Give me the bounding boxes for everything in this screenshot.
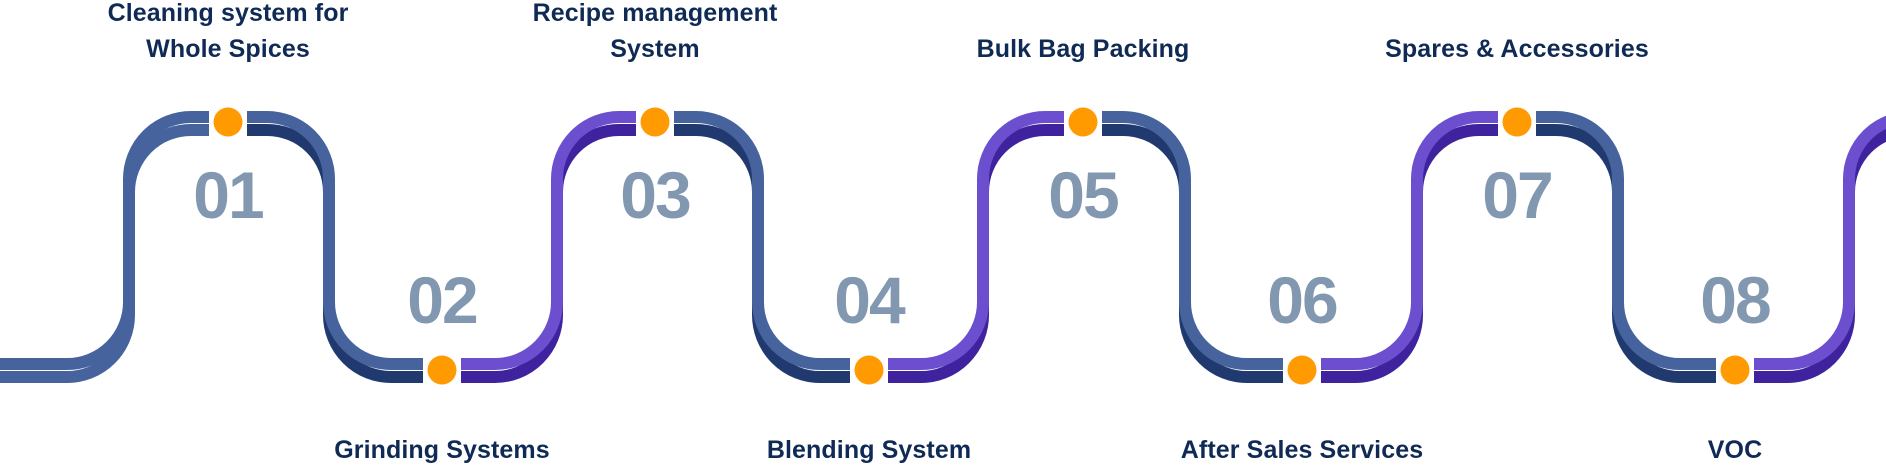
step-number: 03 — [620, 158, 691, 232]
step-label: Blending System — [766, 436, 972, 464]
step-dot-06 — [1287, 355, 1317, 385]
step-dot-02 — [427, 355, 457, 385]
step-label: Bulk Bag Packing — [976, 35, 1190, 63]
ribbon-segment-7 — [1536, 111, 1716, 370]
step-dot-01 — [213, 107, 243, 137]
step-number: 06 — [1267, 263, 1338, 337]
step-label: Spares & Accessories — [1385, 35, 1649, 63]
step-number: 05 — [1048, 158, 1119, 232]
step-dot-08 — [1720, 355, 1750, 385]
step-number: 01 — [193, 158, 264, 232]
step-label: After Sales Services — [1180, 436, 1424, 464]
ribbon-segment-2 — [461, 111, 636, 370]
ribbon-segment-5 — [1102, 111, 1283, 370]
ribbon-segment-1 — [247, 111, 423, 370]
ribbon-segment-8 — [1754, 115, 1886, 370]
ribbon-segment-0 — [0, 111, 209, 370]
step-label: Grinding Systems — [334, 436, 550, 464]
step-label: VOC — [1707, 436, 1763, 464]
step-dots — [213, 107, 1750, 385]
step-dot-07 — [1502, 107, 1532, 137]
step-dot-05 — [1068, 107, 1098, 137]
step-number: 02 — [407, 263, 478, 337]
step-number: 08 — [1700, 263, 1771, 337]
ribbon-shadow-8 — [1754, 128, 1886, 383]
step-dot-03 — [640, 107, 670, 137]
step-number: 04 — [834, 263, 905, 337]
ribbon-segment-6 — [1321, 111, 1498, 370]
ribbon-segments — [0, 111, 1886, 370]
step-dot-04 — [854, 355, 884, 385]
ribbon-segment-3 — [674, 111, 850, 370]
step-number: 07 — [1482, 158, 1553, 232]
ribbon-segment-4 — [888, 111, 1064, 370]
